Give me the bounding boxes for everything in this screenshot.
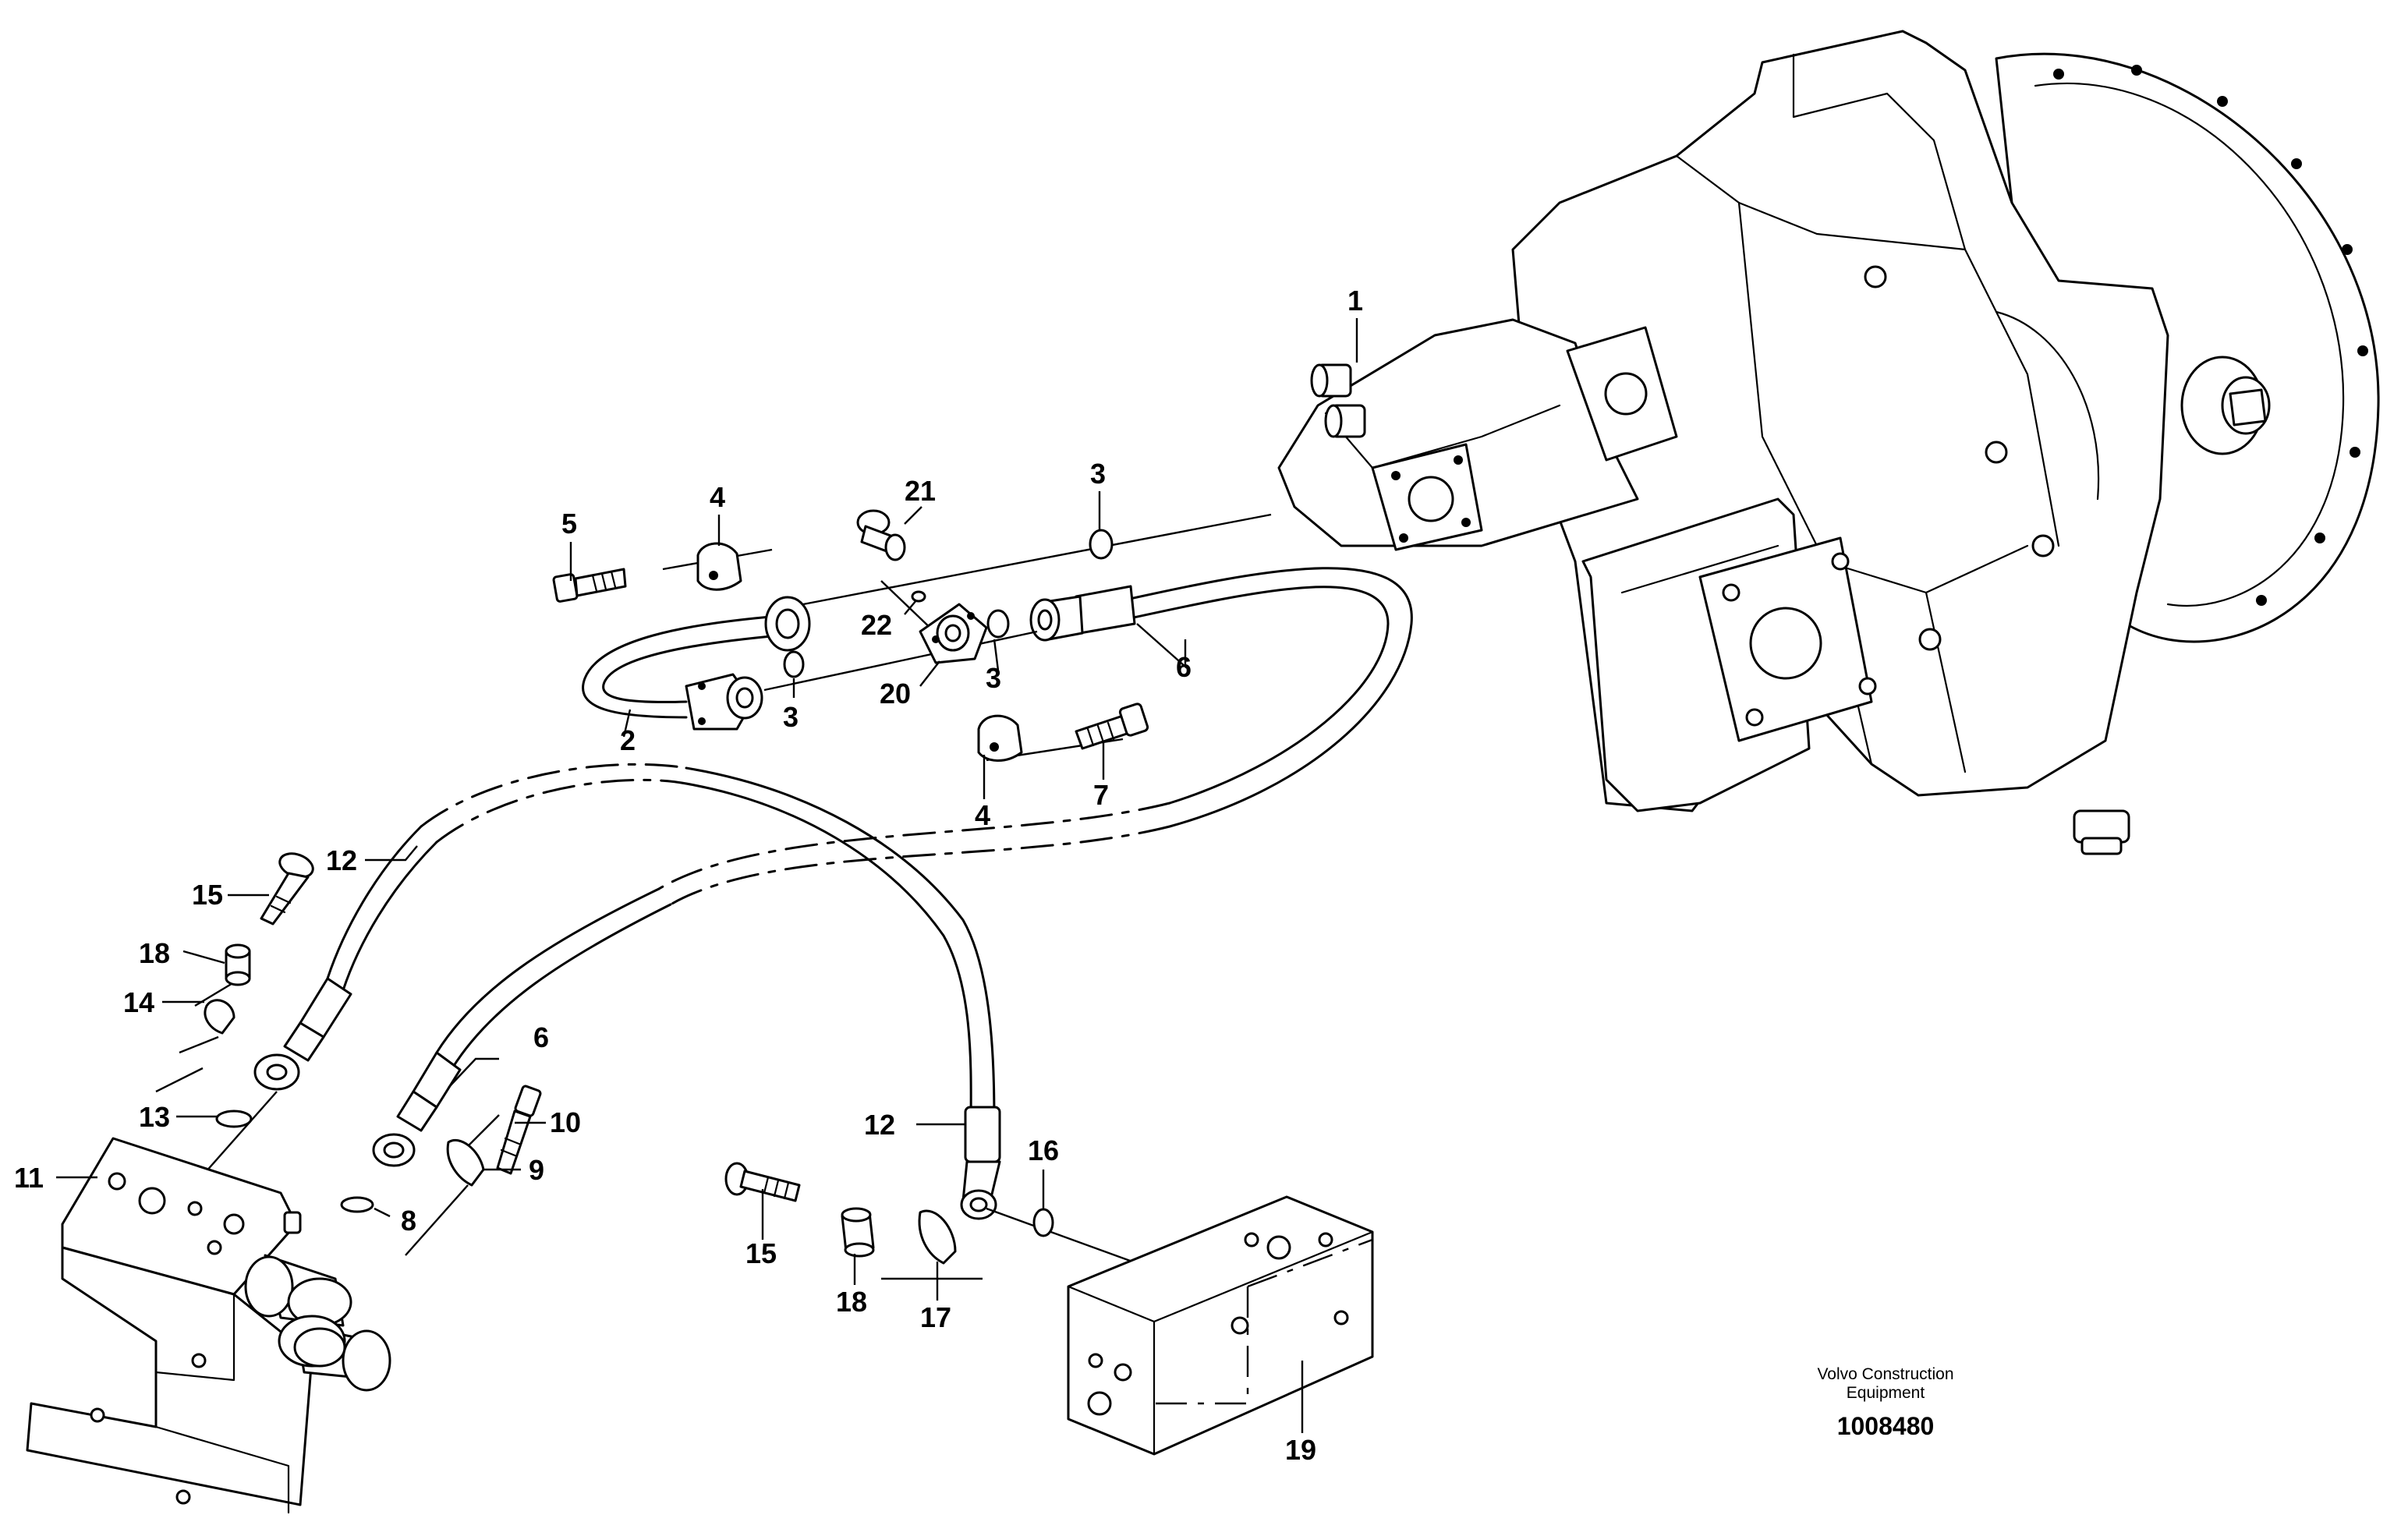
o-ring-22	[911, 590, 926, 603]
o-ring-3-left	[783, 650, 805, 678]
o-ring-13	[215, 1110, 253, 1128]
callout-10: 10	[550, 1106, 581, 1138]
hose-fittings	[253, 585, 1136, 1220]
credit-block: Volvo Construction Equipment 1008480	[1817, 1365, 1953, 1440]
clamp-half-4-upper	[696, 542, 742, 591]
bolt-15-left	[260, 852, 314, 925]
clamp-half-9	[446, 1139, 485, 1187]
bolt-10	[496, 1085, 542, 1175]
callout-14: 14	[123, 986, 154, 1018]
o-ring-8	[340, 1196, 374, 1213]
callout-16: 16	[1028, 1134, 1059, 1166]
callout-3: 3	[1090, 458, 1106, 490]
callout-leaders	[56, 318, 1358, 1433]
callout-6: 6	[533, 1021, 549, 1053]
callout-3: 3	[783, 701, 799, 733]
bolt-5	[552, 568, 627, 603]
callout-19: 19	[1285, 1434, 1316, 1466]
bolt-7	[1075, 703, 1149, 750]
credit-company: Volvo Construction	[1817, 1365, 1953, 1383]
callout-20: 20	[880, 678, 911, 710]
callout-4: 4	[975, 799, 990, 831]
callout-17: 17	[920, 1301, 951, 1333]
spacer-18-left	[225, 943, 251, 986]
hose-6	[435, 567, 1413, 1070]
callout-8: 8	[401, 1205, 416, 1237]
flange-20	[919, 603, 988, 664]
spacer-18-bottom	[841, 1207, 875, 1258]
callout-1: 1	[1347, 285, 1363, 317]
callout-12: 12	[326, 844, 357, 876]
clamp-half-17	[918, 1209, 957, 1265]
callout-9: 9	[529, 1154, 544, 1186]
o-ring-16	[1032, 1208, 1054, 1237]
credit-company-line2: Equipment	[1847, 1384, 1925, 1402]
callout-15: 15	[745, 1237, 777, 1269]
callout-6: 6	[1176, 651, 1192, 683]
valve-block-19	[1067, 1195, 1374, 1456]
callout-7: 7	[1093, 779, 1109, 811]
clamp-half-4-lower	[977, 714, 1023, 762]
callout-18: 18	[139, 937, 170, 969]
callout-21: 21	[905, 475, 936, 507]
callout-22: 22	[861, 609, 892, 641]
valve-bracket-11	[26, 1137, 391, 1514]
bolt-15-bottom	[724, 1162, 801, 1202]
assembly-centerlines	[155, 513, 1272, 1304]
callout-18: 18	[836, 1286, 867, 1318]
transmission-housing	[1277, 30, 2380, 855]
callout-labels: 1 2 3 3 3 4 4 5 6 6 7 8 9 10 11 12 12 13…	[14, 285, 1363, 1466]
o-ring-3-mid	[986, 609, 1010, 639]
plug-21	[856, 509, 906, 561]
callout-12: 12	[864, 1109, 895, 1141]
callout-11: 11	[14, 1162, 44, 1194]
hose-2	[582, 614, 781, 719]
o-ring-3-top	[1089, 529, 1114, 560]
callout-2: 2	[620, 724, 636, 756]
callout-5: 5	[561, 508, 577, 540]
drawing-number: 1008480	[1837, 1412, 1935, 1440]
callout-4: 4	[710, 481, 725, 513]
hose-12	[326, 763, 996, 1132]
callout-15: 15	[192, 879, 223, 911]
callout-3: 3	[986, 662, 1001, 694]
callout-13: 13	[139, 1101, 170, 1133]
clamp-half-14	[204, 999, 235, 1035]
